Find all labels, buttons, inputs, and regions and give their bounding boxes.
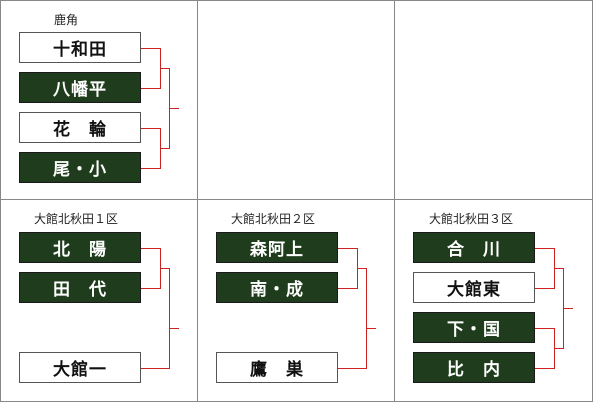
bracket-line (141, 168, 161, 169)
bracket-line (141, 128, 161, 129)
bracket-line (535, 368, 555, 369)
team-name: 合 川 (447, 240, 501, 260)
bracket-line (338, 368, 367, 369)
team-box: 十和田 (19, 32, 141, 63)
bracket-line (160, 68, 170, 69)
bracket-line (141, 88, 161, 89)
team-name: 八幡平 (53, 80, 107, 100)
bracket-line (357, 268, 367, 269)
bracket-line (169, 268, 170, 369)
bracket-line (160, 148, 170, 149)
bracket-line (535, 248, 555, 249)
team-name: 比 内 (447, 360, 501, 380)
panel-title: 鹿角 (54, 13, 79, 27)
team-name: 花 輪 (53, 120, 107, 140)
team-box: 大館一 (19, 352, 141, 383)
team-box: 北 陽 (19, 232, 141, 263)
team-name: 南・成 (250, 280, 304, 300)
team-box: 尾・小 (19, 152, 141, 183)
panel-title: 大館北秋田３区 (429, 212, 514, 226)
team-box: 下・国 (413, 312, 535, 343)
bracket-line (366, 268, 367, 369)
team-name: 尾・小 (53, 160, 107, 180)
team-name: 下・国 (447, 320, 501, 340)
bracket-line (563, 308, 573, 309)
grid-divider-v2 (394, 0, 395, 402)
team-box: 花 輪 (19, 112, 141, 143)
bracket-line (338, 248, 358, 249)
bracket-line (554, 268, 564, 269)
team-name: 十和田 (53, 40, 107, 60)
bracket-line (141, 368, 170, 369)
team-box: 大館東 (413, 272, 535, 303)
panel-title: 大館北秋田２区 (231, 212, 316, 226)
team-name: 北 陽 (53, 240, 107, 260)
bracket-line (554, 348, 564, 349)
team-name: 鷹 巣 (250, 360, 304, 380)
bracket-line (141, 48, 161, 49)
bracket-line (338, 288, 358, 289)
bracket-line (366, 328, 376, 329)
bracket-line (169, 328, 179, 329)
team-name: 田 代 (53, 280, 107, 300)
grid-divider-v1 (197, 0, 198, 402)
bracket-line (535, 288, 555, 289)
team-box: 鷹 巣 (216, 352, 338, 383)
team-box: 比 内 (413, 352, 535, 383)
team-box: 八幡平 (19, 72, 141, 103)
team-name: 大館東 (447, 280, 501, 300)
team-box: 南・成 (216, 272, 338, 303)
team-box: 合 川 (413, 232, 535, 263)
bracket-line (169, 108, 179, 109)
bracket-line (535, 328, 555, 329)
team-box: 森阿上 (216, 232, 338, 263)
team-name: 大館一 (53, 360, 107, 380)
bracket-line (160, 268, 170, 269)
team-box: 田 代 (19, 272, 141, 303)
bracket-line (141, 288, 161, 289)
panel-title: 大館北秋田１区 (34, 212, 119, 226)
grid-divider-h (0, 199, 593, 200)
bracket-line (141, 248, 161, 249)
team-name: 森阿上 (250, 240, 304, 260)
